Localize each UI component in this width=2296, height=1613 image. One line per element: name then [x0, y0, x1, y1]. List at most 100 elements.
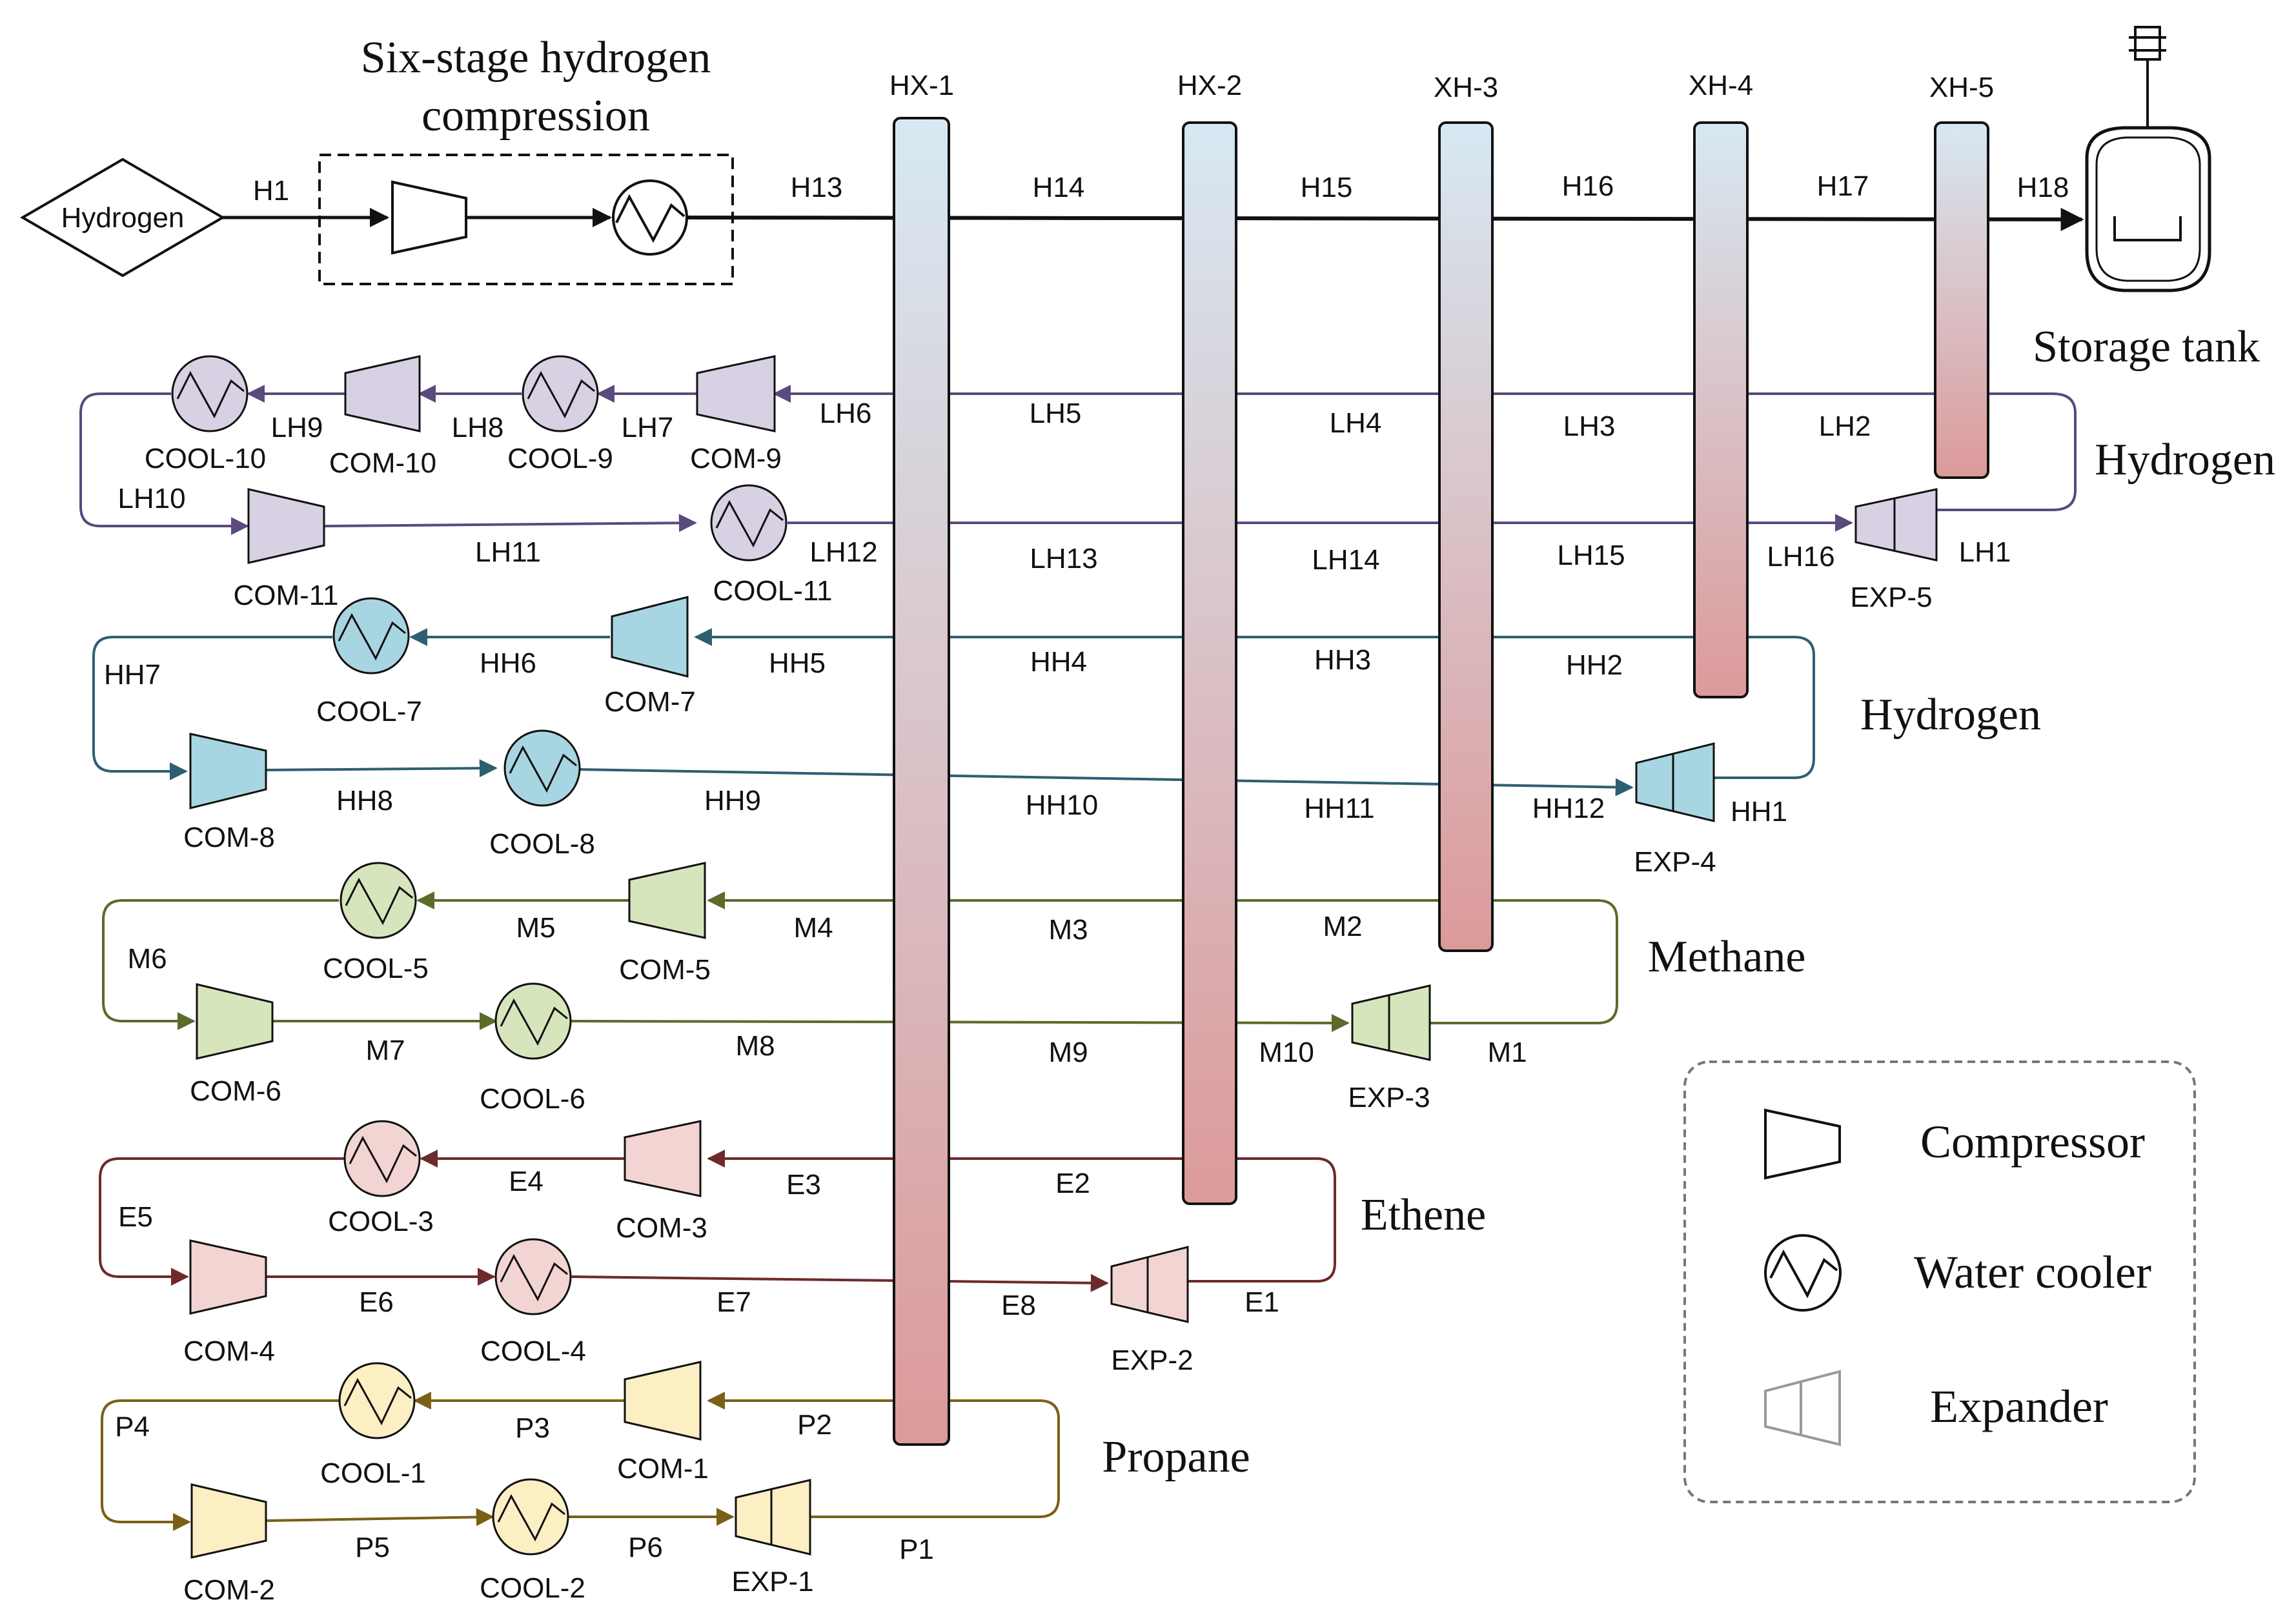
- stream-label-hh8: HH8: [336, 785, 393, 817]
- heat-exchanger-hx-2[interactable]: [1182, 121, 1237, 1205]
- stream-label-m4: M4: [793, 912, 833, 944]
- compressor-icon-com-10[interactable]: [344, 355, 421, 432]
- stream-label-m7: M7: [365, 1035, 405, 1066]
- unit-label-cool-11: COOL-11: [713, 575, 832, 607]
- compressor-icon-com-9[interactable]: [696, 355, 776, 432]
- cooler-icon-cool-10[interactable]: [171, 355, 249, 432]
- unit-label-cool-9: COOL-9: [507, 443, 613, 474]
- stream-label-e3: E3: [786, 1169, 821, 1201]
- stream-label-lh12: LH12: [809, 536, 877, 568]
- stream-label-e6: E6: [359, 1286, 394, 1318]
- cooler-icon-cool-3[interactable]: [343, 1120, 421, 1197]
- unit-label-cool-1: COOL-1: [320, 1457, 426, 1489]
- stream-label-e8: E8: [1001, 1290, 1036, 1321]
- heat-exchanger-xh-5[interactable]: [1934, 121, 1989, 479]
- cooler-icon-cool-4[interactable]: [494, 1238, 572, 1315]
- stream-label-lh1: LH1: [1959, 536, 2011, 568]
- hx-label-hx-2: HX-2: [1177, 70, 1242, 101]
- cooler-icon-cool-7[interactable]: [332, 597, 410, 675]
- unit-label-cool-10: COOL-10: [145, 443, 266, 474]
- stream-label-hh5: HH5: [769, 647, 826, 679]
- expander-icon-exp-4[interactable]: [1635, 742, 1715, 822]
- stream-label-hh10: HH10: [1026, 789, 1099, 821]
- stream-label-h1: H1: [253, 175, 289, 207]
- compressor-icon-com-4[interactable]: [189, 1239, 267, 1315]
- stream-label-hh7: HH7: [104, 659, 161, 691]
- stream-label-hh11: HH11: [1304, 793, 1374, 824]
- stream-hh8[interactable]: [265, 759, 498, 778]
- stream-m6[interactable]: [102, 899, 339, 1030]
- unit-label-cool-4: COOL-4: [480, 1335, 586, 1367]
- stream-label-m8: M8: [735, 1030, 775, 1062]
- stream-label-hh3: HH3: [1314, 644, 1371, 676]
- cooler-icon-cool-9[interactable]: [522, 355, 599, 432]
- heat-exchanger-xh-4[interactable]: [1693, 121, 1749, 698]
- legend-water-cooler-icon: [1764, 1234, 1842, 1312]
- stream-label-h14: H14: [1033, 172, 1085, 203]
- cooler-icon-cool-2[interactable]: [492, 1478, 569, 1556]
- unit-label-com-7: COM-7: [604, 686, 696, 718]
- cooler-icon-cool-1[interactable]: [338, 1362, 416, 1439]
- stream-label-hh12: HH12: [1532, 793, 1605, 824]
- unit-label-exp-2: EXP-2: [1111, 1344, 1193, 1376]
- stream-lh11[interactable]: [323, 514, 697, 533]
- compressor-icon-com-8[interactable]: [189, 733, 267, 809]
- unit-label-cool-5: COOL-5: [323, 953, 429, 984]
- stream-label-lh11: LH11: [475, 536, 541, 568]
- compressor-icon-com-3[interactable]: [624, 1120, 702, 1197]
- loop-label-propane: Propane: [1102, 1432, 1250, 1482]
- storage-tank-icon[interactable]: [2085, 26, 2211, 292]
- compressor-icon[interactable]: [391, 180, 467, 255]
- stream-label-h17: H17: [1817, 170, 1869, 202]
- compressor-icon-com-6[interactable]: [196, 983, 274, 1060]
- expander-icon-exp-1[interactable]: [735, 1479, 811, 1556]
- cooler-icon-cool-8[interactable]: [503, 729, 581, 807]
- stream-lh10[interactable]: [79, 392, 249, 535]
- expander-icon-exp-2[interactable]: [1110, 1246, 1189, 1323]
- stream-label-p6: P6: [628, 1532, 663, 1563]
- unit-label-com-10: COM-10: [329, 447, 436, 479]
- stream-p5[interactable]: [265, 1508, 494, 1527]
- stream-label-h15: H15: [1301, 172, 1353, 203]
- expander-icon-exp-5[interactable]: [1854, 488, 1938, 562]
- expander-icon-exp-3[interactable]: [1351, 984, 1431, 1061]
- unit-label-exp-4: EXP-4: [1634, 846, 1716, 878]
- cooler-icon-cool-6[interactable]: [494, 982, 572, 1060]
- stream-methane-return[interactable]: [707, 891, 1618, 1024]
- legend-compressor-label: Compressor: [1920, 1116, 2145, 1168]
- stream-hh7[interactable]: [92, 636, 332, 780]
- stream-label-p4: P4: [115, 1411, 150, 1443]
- stream-label-hh1: HH1: [1731, 796, 1787, 827]
- stream-e5[interactable]: [99, 1157, 345, 1286]
- stream-label-lh2: LH2: [1819, 411, 1871, 442]
- compressor-icon-com-2[interactable]: [190, 1483, 267, 1559]
- compressor-icon-com-5[interactable]: [628, 862, 706, 939]
- stream-label-e7: E7: [716, 1286, 751, 1318]
- stream-hh-return[interactable]: [694, 628, 1815, 779]
- stream-propane-return[interactable]: [707, 1392, 1060, 1518]
- stream-label-lh4: LH4: [1330, 407, 1382, 439]
- title-line-2: compression: [422, 91, 650, 141]
- stream-label-lh14: LH14: [1312, 544, 1379, 576]
- stream-ethene-return[interactable]: [707, 1150, 1336, 1283]
- cooler-icon-cool-11[interactable]: [710, 484, 787, 562]
- unit-label-cool-6: COOL-6: [480, 1083, 585, 1115]
- water-cooler-icon[interactable]: [612, 179, 688, 256]
- legend-expander-icon: [1764, 1370, 1841, 1446]
- compressor-icon-com-1[interactable]: [624, 1361, 702, 1441]
- compressor-icon-com-7[interactable]: [611, 596, 689, 678]
- stream-e7[interactable]: [571, 1273, 1109, 1292]
- unit-label-exp-5: EXP-5: [1850, 582, 1932, 613]
- compressor-icon-com-11[interactable]: [247, 488, 325, 564]
- stream-label-m3: M3: [1048, 914, 1088, 946]
- unit-label-cool-2: COOL-2: [480, 1572, 585, 1604]
- stream-label-hh2: HH2: [1566, 649, 1623, 681]
- stream-lh-return[interactable]: [773, 385, 2077, 511]
- unit-label-com-6: COM-6: [190, 1075, 281, 1107]
- heat-exchanger-xh-3[interactable]: [1438, 121, 1494, 952]
- cooler-icon-cool-5[interactable]: [340, 862, 417, 939]
- heat-exchanger-hx-1[interactable]: [893, 117, 950, 1446]
- stream-p4[interactable]: [101, 1399, 339, 1531]
- stream-label-lh9: LH9: [271, 412, 323, 443]
- stream-label-m9: M9: [1048, 1037, 1088, 1068]
